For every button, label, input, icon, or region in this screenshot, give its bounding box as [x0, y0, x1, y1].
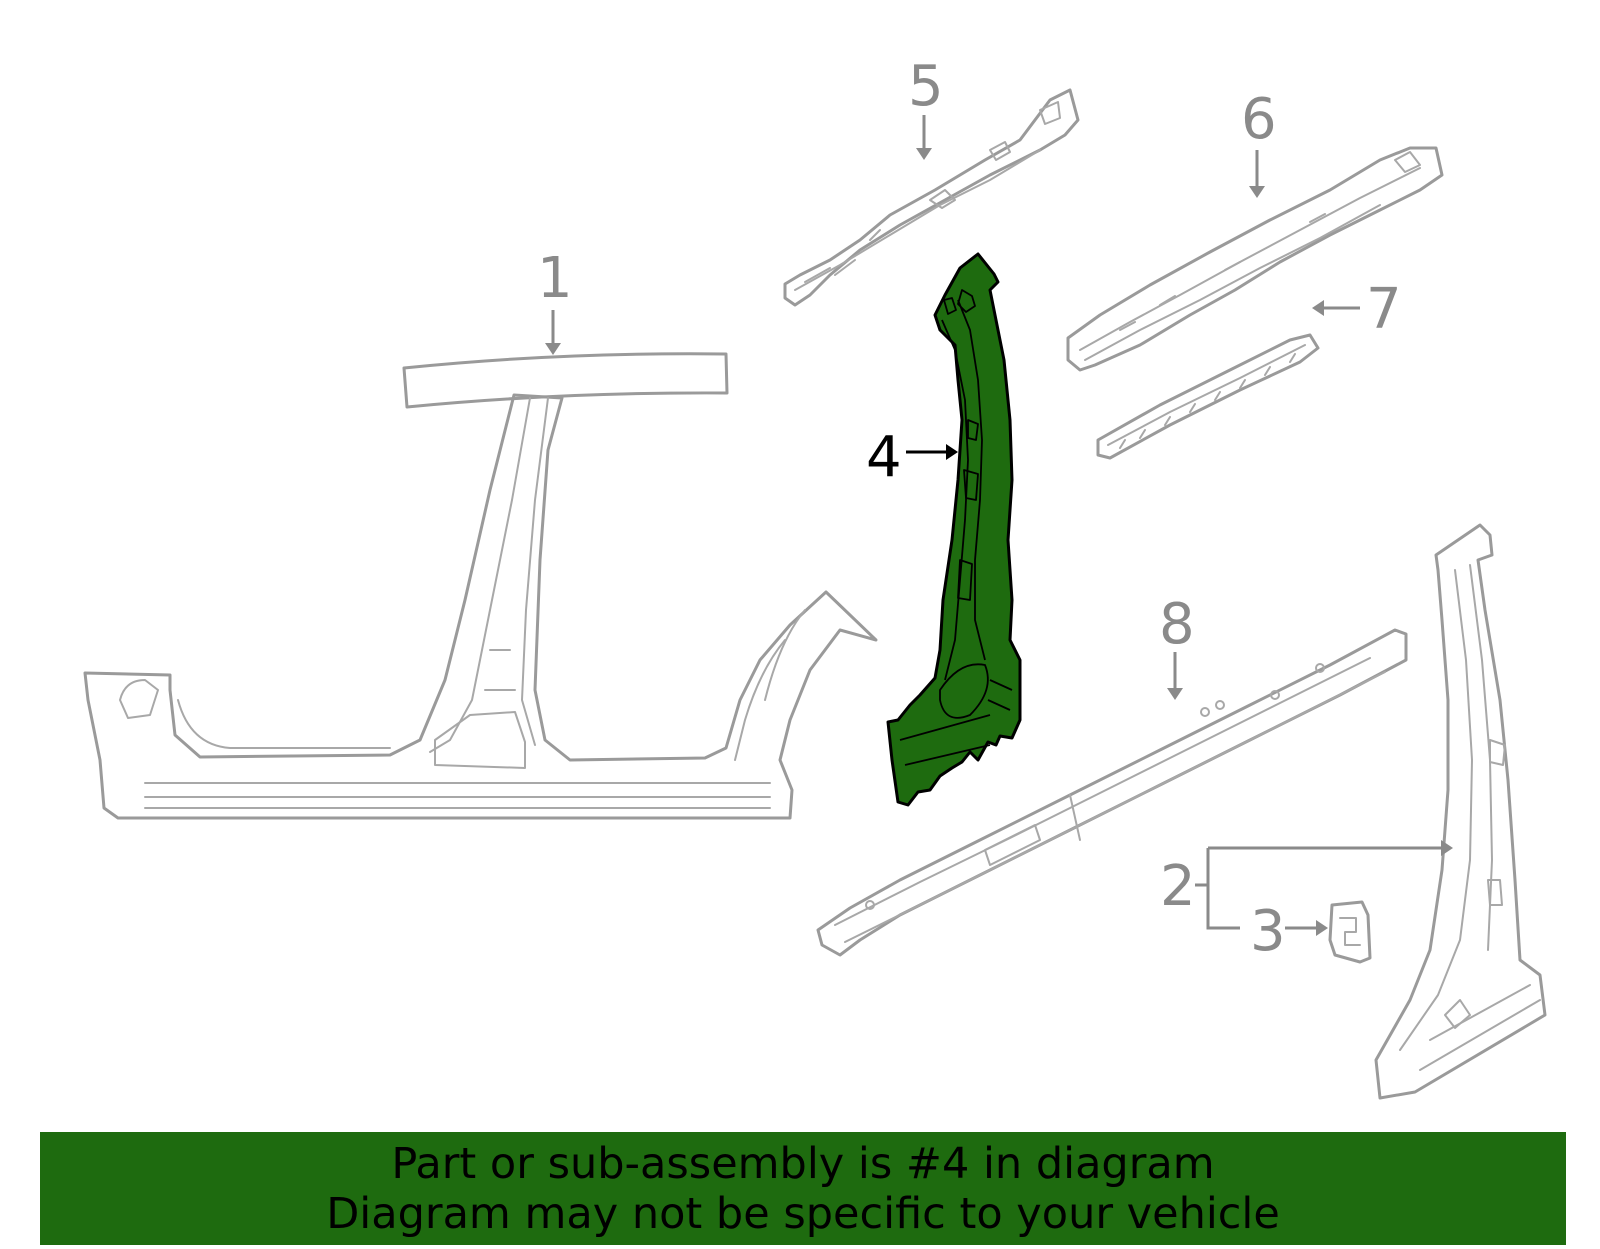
part-3-bracket[interactable]: [1328, 900, 1372, 964]
callout-2[interactable]: 2: [1160, 854, 1196, 919]
callout-8[interactable]: 8: [1159, 592, 1195, 657]
callout-5[interactable]: 5: [908, 54, 944, 119]
leader-lines: [551, 115, 1443, 930]
part-7-reinforcement-strip[interactable]: [1096, 333, 1320, 460]
info-banner: Part or sub-assembly is #4 in diagram Di…: [40, 1132, 1566, 1245]
callout-7[interactable]: 7: [1366, 277, 1402, 342]
banner-line-1: Part or sub-assembly is #4 in diagram: [391, 1138, 1215, 1189]
callout-4[interactable]: 4: [866, 425, 902, 490]
part-2-pillar-outer[interactable]: [1374, 523, 1547, 1100]
callout-3[interactable]: 3: [1250, 899, 1286, 964]
part-8-rocker-panel[interactable]: [816, 628, 1408, 957]
callout-1[interactable]: 1: [537, 246, 573, 311]
part-6-roof-rail-rear[interactable]: [1066, 146, 1444, 372]
leader-arrowheads: [545, 148, 1453, 936]
callout-6[interactable]: 6: [1241, 87, 1277, 152]
part-4-pillar-inner-highlighted[interactable]: [886, 252, 1022, 807]
part-1-body-side-frame[interactable]: [83, 352, 878, 820]
part-5-roof-rail[interactable]: [783, 88, 1080, 307]
banner-line-2: Diagram may not be specific to your vehi…: [326, 1188, 1280, 1239]
